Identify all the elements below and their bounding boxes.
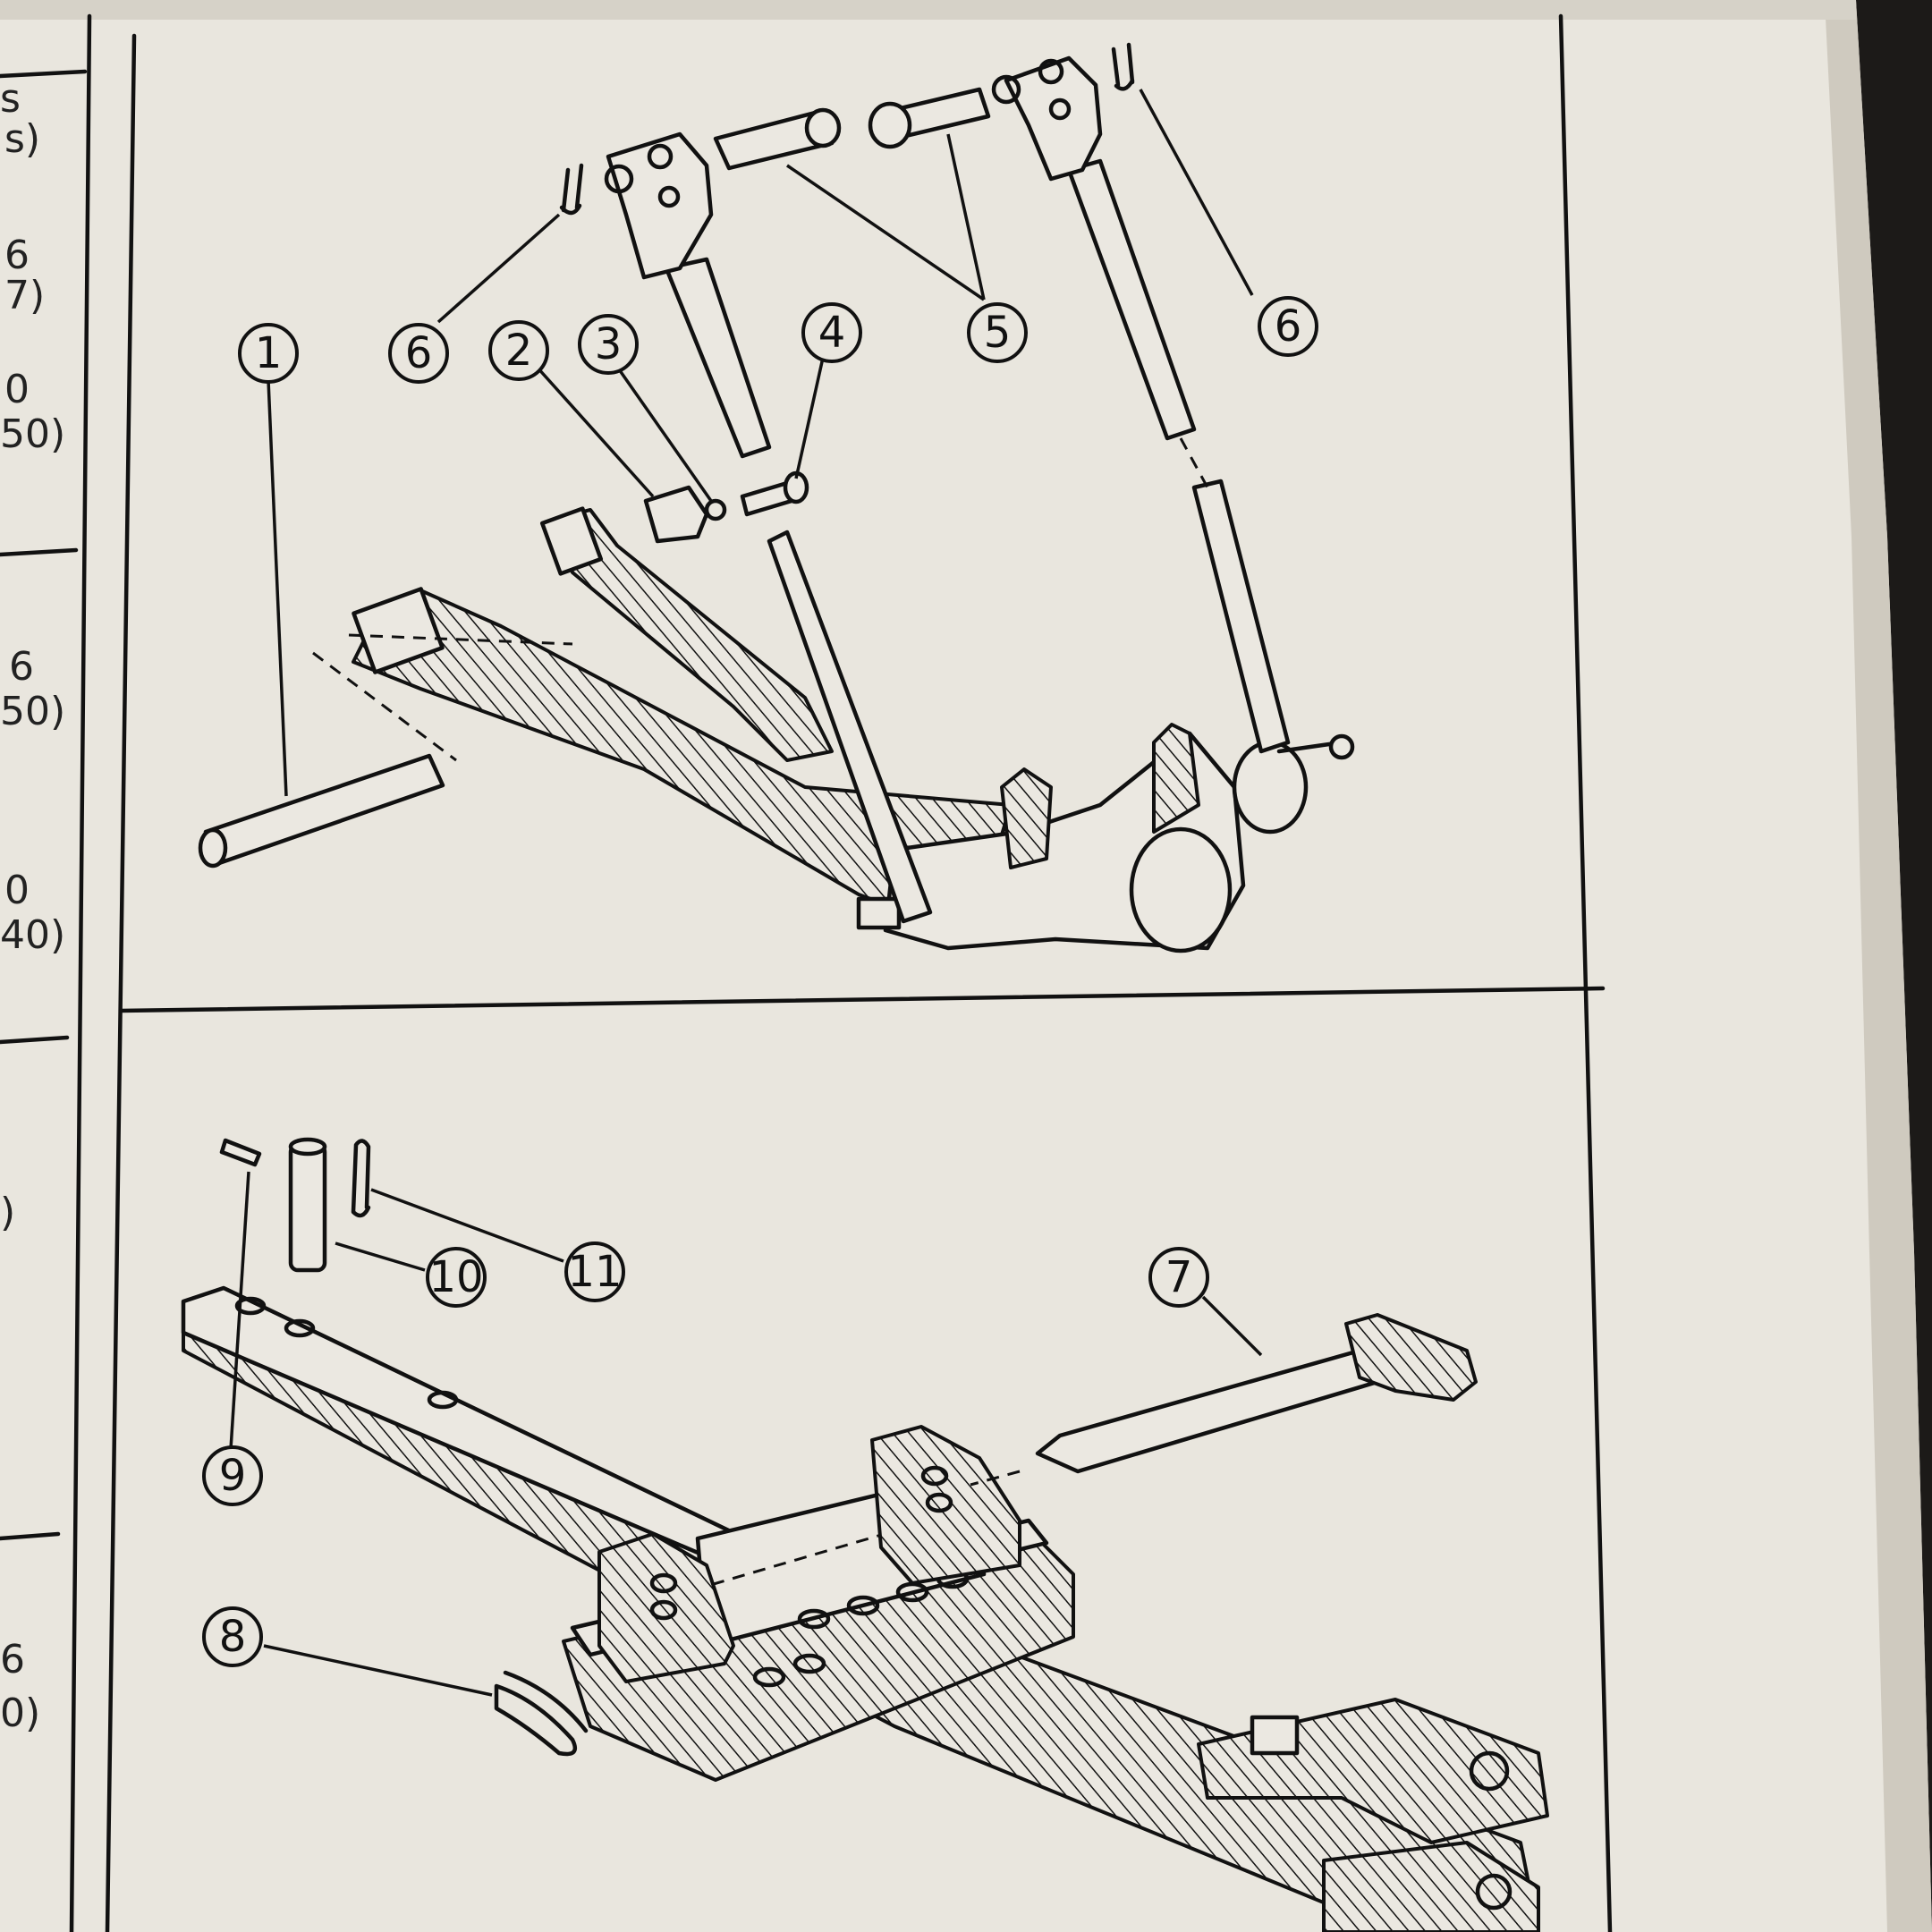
svg-text:6: 6 bbox=[405, 328, 433, 378]
upper-leaders bbox=[267, 89, 1254, 797]
crossbar-end-block bbox=[539, 506, 604, 576]
housing-boss bbox=[1129, 826, 1233, 953]
hitch-end-hole bbox=[1469, 1750, 1510, 1792]
housing-fin bbox=[1152, 723, 1200, 834]
callout-6-left: 6 bbox=[388, 323, 449, 384]
margin-fragment: 6 bbox=[0, 1637, 25, 1682]
callout-10: 10 bbox=[426, 1247, 487, 1308]
drawbar-hole-2 bbox=[284, 1318, 316, 1338]
margin-fragment: s) bbox=[4, 116, 40, 162]
right-lift-rod-upper bbox=[1066, 158, 1197, 441]
margin-fragment: 50) bbox=[0, 411, 65, 457]
hitch-lower-hole bbox=[1475, 1873, 1513, 1911]
pin-path-dashes bbox=[312, 633, 573, 762]
callout-4: 4 bbox=[801, 302, 862, 363]
left-upright-hole-2 bbox=[649, 1599, 678, 1621]
right-upright bbox=[870, 1425, 1021, 1585]
page-frame bbox=[0, 13, 1613, 1932]
drawbar-hole-1 bbox=[234, 1296, 267, 1316]
drawbar-hole-3 bbox=[427, 1390, 459, 1410]
arm-end-block bbox=[352, 587, 445, 674]
svg-text:5: 5 bbox=[984, 308, 1012, 358]
margin-fragment: s bbox=[0, 76, 21, 122]
linch-clip bbox=[351, 1139, 371, 1218]
svg-text:2: 2 bbox=[505, 326, 533, 376]
lower-exploded-diagram: 7 8 9 10 11 bbox=[181, 1137, 1549, 1932]
hitch-end-lower bbox=[1322, 1841, 1540, 1932]
housing-fin-2 bbox=[1000, 767, 1053, 869]
clevis-pin-left-head bbox=[804, 107, 842, 148]
loose-pin-end bbox=[198, 827, 228, 869]
spring-clip bbox=[494, 1670, 589, 1757]
washer-part bbox=[704, 498, 727, 521]
hitch-nut bbox=[1250, 1715, 1300, 1756]
right-lift-rod-lower bbox=[1191, 479, 1291, 754]
left-lift-rod-lower bbox=[767, 530, 933, 924]
callout-3: 3 bbox=[578, 314, 639, 375]
margin-fragment: 6 bbox=[9, 644, 34, 690]
block-part bbox=[643, 485, 709, 544]
frame-hole-1 bbox=[797, 1608, 831, 1630]
left-clevis bbox=[606, 131, 714, 280]
svg-text:7: 7 bbox=[1165, 1252, 1193, 1302]
left-clevis-hole bbox=[604, 164, 634, 194]
pivot-pin bbox=[288, 1142, 327, 1273]
margin-fragment: 50) bbox=[0, 689, 65, 734]
right-clevis-hole bbox=[991, 74, 1021, 105]
svg-text:11: 11 bbox=[567, 1247, 622, 1297]
margin-fragment: ) bbox=[0, 1190, 15, 1235]
left-lift-rod-upper bbox=[664, 257, 772, 459]
link-crossbar bbox=[553, 508, 834, 762]
margin-fragment: 0 bbox=[4, 868, 30, 913]
svg-text:4: 4 bbox=[818, 308, 846, 358]
frame-hole-2 bbox=[846, 1595, 880, 1616]
svg-text:8: 8 bbox=[219, 1612, 247, 1662]
left-upright-hole bbox=[649, 1572, 678, 1594]
right-clevis-hole-3 bbox=[1048, 97, 1072, 121]
shaft-stub bbox=[856, 896, 902, 930]
upper-exploded-diagram: 1 6 2 3 4 5 6 bbox=[198, 42, 1355, 953]
right-clevis bbox=[1004, 55, 1103, 182]
margin-fragment: 6 bbox=[4, 233, 30, 278]
callout-11: 11 bbox=[564, 1241, 625, 1302]
svg-text:6: 6 bbox=[1275, 301, 1302, 352]
margin-fragment: 0) bbox=[0, 1690, 40, 1736]
housing-boss-right bbox=[1232, 740, 1309, 835]
right-clevis-hole-2 bbox=[1038, 58, 1064, 85]
shaft-end bbox=[1328, 733, 1355, 760]
callout-1: 1 bbox=[238, 323, 299, 384]
callout-2: 2 bbox=[488, 320, 549, 381]
svg-text:1: 1 bbox=[255, 328, 283, 378]
svg-text:3: 3 bbox=[595, 319, 623, 369]
top-strip bbox=[0, 0, 1856, 20]
small-pin bbox=[219, 1138, 262, 1167]
callout-6-right: 6 bbox=[1258, 296, 1318, 357]
callout-7: 7 bbox=[1148, 1247, 1209, 1308]
callout-9: 9 bbox=[202, 1445, 263, 1506]
pivot-pin-top bbox=[288, 1137, 327, 1157]
margin-fragment: 7) bbox=[4, 273, 45, 318]
page-edge-shadow bbox=[1825, 0, 1932, 1932]
right-upright-hole-2 bbox=[925, 1492, 953, 1513]
left-clevis-hole-2 bbox=[647, 143, 674, 170]
clevis-pin-right-head bbox=[868, 101, 912, 149]
split-pin-left bbox=[559, 163, 584, 216]
lower-leaders bbox=[229, 1171, 1263, 1697]
left-margin-text: s s) 6 7) 0 50) 6 50) 0 40) ) 6 0) bbox=[0, 76, 65, 1736]
left-clevis-hole-3 bbox=[657, 185, 681, 208]
split-pin-right bbox=[1111, 42, 1135, 91]
svg-text:10: 10 bbox=[428, 1252, 483, 1302]
tapered-pin-handle bbox=[1344, 1313, 1478, 1402]
frame-hole-6 bbox=[792, 1653, 826, 1674]
frame-hole-5 bbox=[752, 1666, 786, 1688]
margin-fragment: 40) bbox=[0, 912, 65, 958]
callout-8: 8 bbox=[202, 1606, 263, 1667]
svg-text:9: 9 bbox=[219, 1451, 247, 1501]
right-upright-hole bbox=[920, 1465, 949, 1487]
margin-fragment: 0 bbox=[4, 367, 30, 412]
left-upright bbox=[597, 1532, 735, 1683]
callout-5: 5 bbox=[967, 302, 1028, 363]
